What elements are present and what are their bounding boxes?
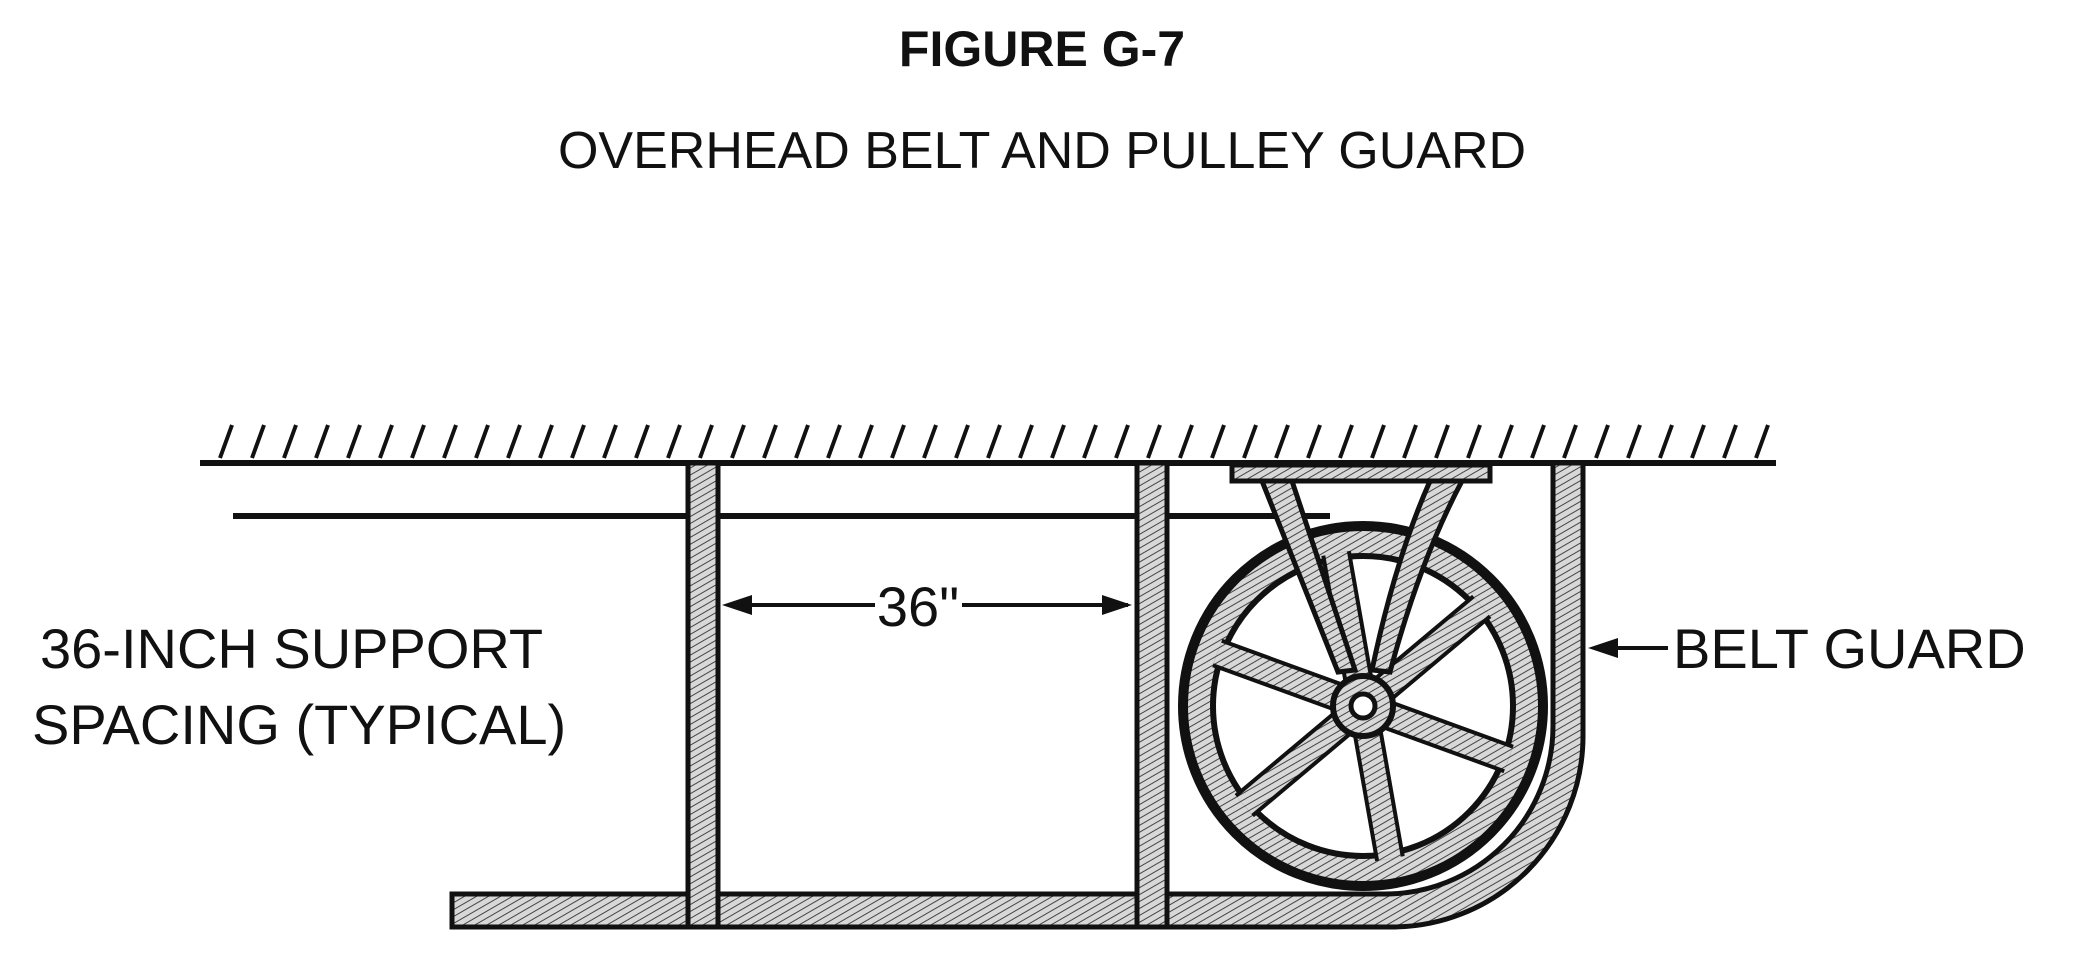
- arrow-left-icon: [722, 595, 752, 615]
- ceiling: [200, 424, 1776, 466]
- belt-guard-label: BELT GUARD: [1673, 617, 2026, 680]
- arrow-left-icon: [1588, 638, 1618, 658]
- support-post-middle: [1134, 460, 1170, 930]
- guard-bottom-bar: [449, 460, 1586, 930]
- arrow-right-icon: [1102, 595, 1132, 615]
- figure-subtitle: OVERHEAD BELT AND PULLEY GUARD: [558, 122, 1526, 180]
- belt-guard-callout: BELT GUARD: [1588, 617, 2026, 680]
- pulley-wheel: [1178, 521, 1548, 891]
- hanger-bracket: [1229, 462, 1493, 675]
- support-spacing-label-2: SPACING (TYPICAL): [32, 693, 566, 756]
- dimension-label: 36": [877, 575, 959, 638]
- figure-title: FIGURE G-7: [899, 21, 1185, 77]
- support-spacing-label-1: 36-INCH SUPPORT: [40, 617, 543, 680]
- dimension-36in: 36": [722, 575, 1132, 638]
- support-post-left: [685, 460, 721, 930]
